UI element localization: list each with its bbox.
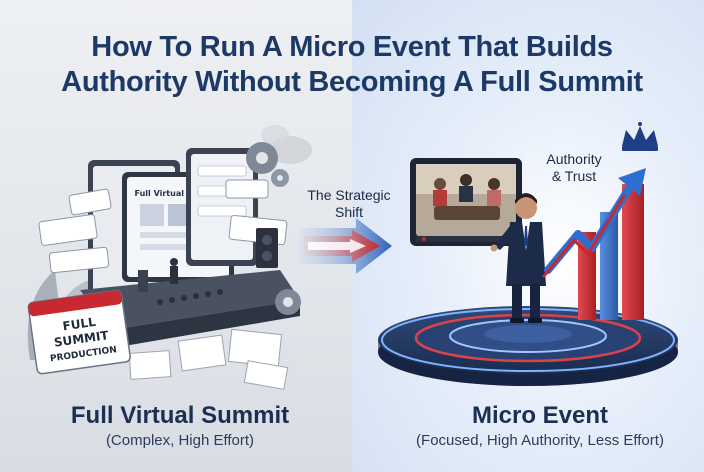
right-heading: Micro Event [471,402,609,429]
right-subheading: (Focused, High Authority, Less Effort) [416,432,664,449]
micro-event-scene [378,122,678,386]
right-caption: Micro Event (Focused, High Authority, Le… [380,402,700,452]
calendar-line-1: FULL [62,315,97,334]
left-subheading: (Complex, High Effort) [105,432,255,449]
strategic-shift-label: The Strategic Shift [294,187,404,221]
authority-line-2: & Trust [551,168,597,184]
shift-label-line-2: Shift [334,204,363,220]
authority-trust-label: Authority & Trust [534,151,614,185]
arrow-right-icon [300,218,392,274]
summit-scene: Full Virtual Summit [27,125,312,390]
shift-label-line-1: The Strategic [307,187,391,203]
growth-bars [578,184,644,320]
title-line-2: Authority Without Becoming A Full Summit [61,66,643,98]
gear-icon [246,142,301,315]
document-icon [128,328,289,390]
page-title: How To Run A Micro Event That Builds Aut… [0,30,704,100]
video-call-icon [410,158,522,246]
screen-title: Full Virtual Summit [135,189,222,198]
authority-line-1: Authority [546,151,602,167]
title-line-1: How To Run A Micro Event That Builds [91,31,613,63]
crown-icon [622,122,658,151]
left-caption: Full Virtual Summit (Complex, High Effor… [30,402,330,452]
growth-arrow-icon [542,168,646,278]
calendar-icon: FULL SUMMIT PRODUCTION [27,289,131,375]
left-heading: Full Virtual Summit [70,402,290,429]
presenter-figure [490,193,546,323]
